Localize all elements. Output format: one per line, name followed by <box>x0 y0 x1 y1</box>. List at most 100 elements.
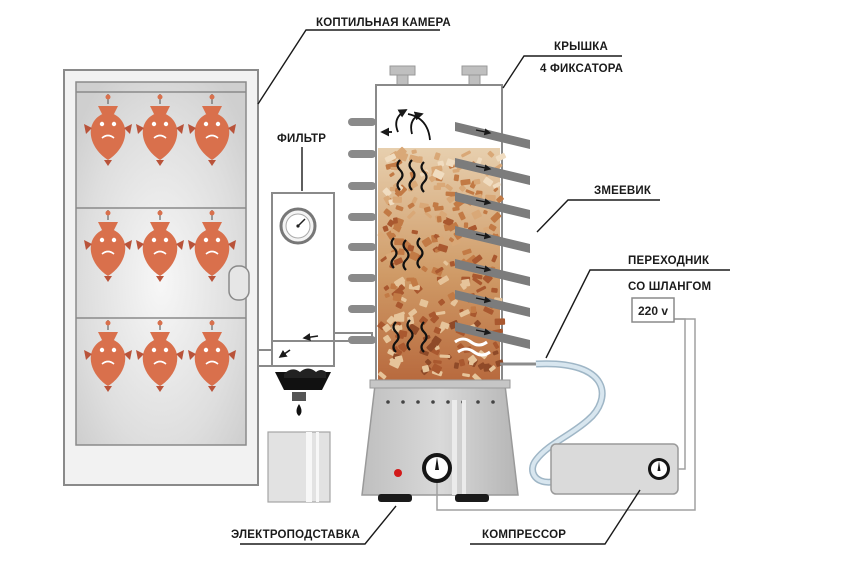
lid-latch-2[interactable] <box>461 65 488 76</box>
wood-chip <box>490 211 502 223</box>
arrow-icon <box>475 328 492 336</box>
wood-chip <box>398 330 408 338</box>
smoke-wave-icon <box>390 237 398 269</box>
vent-hole <box>491 400 495 404</box>
arrow-icon <box>475 232 492 240</box>
wood-chip <box>437 275 450 285</box>
leader-compressor <box>470 489 641 545</box>
coil-tube-end <box>348 274 376 282</box>
wood-chip <box>394 238 405 246</box>
coil-tube-end <box>348 213 376 221</box>
wood-chip <box>488 365 496 372</box>
wood-chip <box>436 215 442 223</box>
wood-chip <box>419 299 429 308</box>
label-coil: ЗМЕЕВИК <box>594 185 652 197</box>
vent-hole <box>401 400 405 404</box>
wood-chip <box>460 178 471 186</box>
wood-chip <box>471 254 483 265</box>
leader-coil <box>536 199 660 233</box>
arrow-icon <box>410 111 424 135</box>
coil-left-ends <box>348 118 376 344</box>
wood-chip <box>487 150 495 158</box>
wood-chip <box>382 187 392 197</box>
arrow-icon <box>475 296 492 304</box>
vent-hole <box>431 400 435 404</box>
wood-chip <box>411 149 417 154</box>
smoke-wave-icon <box>406 319 414 351</box>
arrow-icon <box>395 109 408 133</box>
coil-tube-end <box>348 118 376 126</box>
wood-chip <box>383 334 392 344</box>
wood-chip <box>398 284 405 291</box>
fish-icon <box>136 210 184 282</box>
wood-chip <box>488 223 497 232</box>
wood-chip <box>377 231 387 241</box>
coil-tube <box>455 290 530 317</box>
wood-chip <box>386 315 396 325</box>
wood-chip <box>492 350 499 356</box>
arrow-icon <box>475 164 492 172</box>
fish-icon <box>136 94 184 166</box>
wood-chip <box>382 323 392 333</box>
lid-latch-1[interactable] <box>389 65 416 76</box>
smoke-waves <box>390 159 428 353</box>
wood-chip <box>433 152 441 161</box>
smoke-chamber <box>63 69 259 486</box>
wood-chip <box>423 206 431 213</box>
wood-chip <box>407 210 416 220</box>
coil-tube-end <box>348 182 376 190</box>
wood-chip <box>384 153 397 163</box>
dial-knob-icon[interactable] <box>648 458 670 480</box>
wood-chip <box>398 342 406 350</box>
smoke-wave-icon <box>402 239 410 271</box>
chamber-door-handle[interactable] <box>228 265 250 301</box>
stand-top-plate <box>369 379 511 389</box>
leader-lid <box>502 55 622 89</box>
wood-chip <box>391 228 401 237</box>
fish-icon <box>136 320 184 392</box>
wood-chip <box>449 260 456 267</box>
wood-chip <box>394 320 402 326</box>
collection-glass <box>267 431 331 503</box>
label-adapter-line2: СО ШЛАНГОМ <box>628 281 711 293</box>
wood-chip <box>433 359 442 364</box>
dial-knob-icon[interactable] <box>422 453 452 483</box>
wood-chip <box>394 276 406 287</box>
wood-chip <box>439 210 448 218</box>
gauge-icon <box>279 207 317 245</box>
label-lid-line2: 4 ФИКСАТОРА <box>540 63 623 75</box>
wood-chip <box>380 256 388 263</box>
wood-chip <box>393 314 405 322</box>
wood-chip <box>430 314 440 324</box>
wood-chip <box>408 284 421 291</box>
lid-latch-2-stem <box>468 74 481 86</box>
smoke-wave-icon <box>408 159 416 191</box>
fish-icon <box>188 320 236 392</box>
glass-highlight-2 <box>316 432 319 502</box>
drip-drop-icon <box>296 404 302 416</box>
stand-foot-right <box>455 494 489 502</box>
coil-tube-end <box>348 336 376 344</box>
wood-chip <box>431 363 443 374</box>
arrow-icon <box>475 128 492 136</box>
wood-chip <box>465 189 475 195</box>
wood-chip <box>468 357 475 366</box>
wood-chip <box>384 292 390 298</box>
wood-chip <box>462 373 471 378</box>
filter-drain-valve[interactable] <box>292 392 306 401</box>
wood-chip <box>426 341 437 352</box>
filter-inlet-pipe <box>271 332 373 367</box>
wood-chip <box>470 306 477 314</box>
wood-chip <box>382 225 389 232</box>
wood-chip <box>492 341 500 349</box>
wood-chip <box>395 301 404 309</box>
power-socket-box <box>631 297 675 323</box>
wood-chip <box>408 308 418 317</box>
callout-leaders <box>240 29 730 545</box>
wood-chip <box>443 223 450 232</box>
wood-chip <box>435 311 446 316</box>
wood-chip <box>447 292 457 302</box>
wood-chip <box>473 178 481 185</box>
wood-chip <box>473 319 482 328</box>
leader-electric-stand <box>240 505 397 545</box>
